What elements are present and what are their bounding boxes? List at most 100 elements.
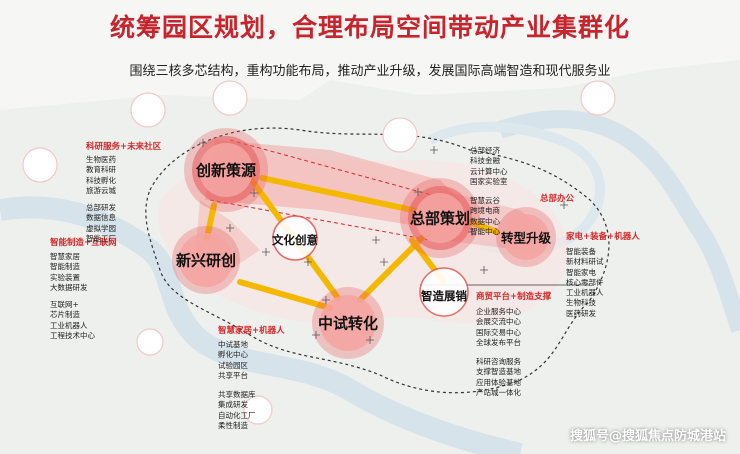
list-item: 生物医药 xyxy=(86,155,116,164)
hub-emerging-research xyxy=(172,226,240,294)
list-item: 会展交流中心 xyxy=(476,317,521,327)
list-hq-rnd: 总部研发数据信息虚拟学园智能工厂 xyxy=(86,203,116,244)
list-item: 智慧云谷 xyxy=(470,196,500,205)
hub-expo xyxy=(419,267,469,317)
list-item: 企业服务中心 xyxy=(476,307,521,316)
peripheral-node xyxy=(580,80,616,116)
peripheral-node xyxy=(243,395,273,425)
label-hq-office: 总部办公 xyxy=(540,194,575,204)
list-item: 实验装置 xyxy=(50,272,80,282)
hub-label-emerging-research: 新兴研创 xyxy=(175,251,237,270)
hub-label-transform-upgrade: 转型升级 xyxy=(500,230,552,246)
list-item: 核心零部件 xyxy=(566,277,604,287)
list-research: 生物医药教育科研科技孵化旅游云城 xyxy=(86,155,116,196)
list-item: 芯片制造 xyxy=(50,310,80,320)
list-item: 智能制造 xyxy=(50,262,80,272)
list-item: 工程技术中心 xyxy=(50,330,95,340)
list-item: 医药研发 xyxy=(566,308,596,318)
list-item: 智能装备 xyxy=(566,247,596,256)
list-item: 教育科研 xyxy=(86,165,116,175)
label-research-community: 科研服务+未来社区 xyxy=(86,142,162,152)
list-item: 集成研发 xyxy=(218,400,248,410)
river-west xyxy=(0,196,523,454)
page-subtitle: 围绕三核多芯结构，重构功能布局，推动产业升级，发展国际高端智造和现代服务业 xyxy=(129,64,611,79)
list-item: 应用体验基地 xyxy=(476,377,521,387)
list-item: 跨境电商 xyxy=(470,206,500,216)
list-item: 自动化工厂 xyxy=(218,410,256,420)
hub-label-expo: 智造展销 xyxy=(421,289,467,303)
peripheral-node xyxy=(130,92,166,128)
list-item: 共享平台 xyxy=(218,370,248,380)
zone-line-north xyxy=(229,139,451,201)
list-item: 全球发布平台 xyxy=(476,337,521,347)
list-item: 智能中心 xyxy=(470,226,500,236)
park-boundary xyxy=(145,127,610,394)
list-item: 工业机器人 xyxy=(566,288,604,298)
list-item: 科技孵化 xyxy=(86,175,116,185)
label-smart-home-robot: 智慧家居+机器人 xyxy=(218,326,285,336)
peripheral-node xyxy=(382,117,418,153)
label-trade-platform: 商贸平台+制造支撑 xyxy=(476,292,552,302)
page-title: 统筹园区规划，合理布局空间带动产业集群化 xyxy=(109,13,630,42)
list-item: 国际交易中心 xyxy=(476,327,521,337)
label-appliance-robot: 家电+装备+机器人 xyxy=(566,232,640,242)
peripheral-node xyxy=(212,80,248,116)
hub-label-culture: 文化创意 xyxy=(272,233,318,247)
list-item: 产站城一体化 xyxy=(476,387,521,397)
list-pilot-low: 共享数据库集成研发自动化工厂柔性制造 xyxy=(218,390,256,431)
river-east xyxy=(497,110,740,333)
list-item: 旅游云城 xyxy=(86,185,116,195)
hub-pilot-transform xyxy=(312,287,384,359)
list-smart-manufacturing: 智慧家居智能制造实验装置大数据研发 xyxy=(50,252,88,293)
list-item: 支撑智造基地 xyxy=(476,367,521,377)
list-item: 孵化中心 xyxy=(218,350,248,360)
list-internet: 互联网+芯片制造工业机器人工程技术中心 xyxy=(50,300,95,341)
cross-markers xyxy=(199,139,568,344)
link-source-hq xyxy=(259,175,425,215)
hub-culture xyxy=(272,215,318,261)
hub-creative-source xyxy=(184,128,268,212)
hub-label-pilot-transform: 中试转化 xyxy=(317,314,379,333)
hub-transform-upgrade xyxy=(496,207,556,267)
list-item: 共享数据库 xyxy=(218,390,256,399)
hub-label-headquarters: 总部策划 xyxy=(409,209,471,228)
list-item: 科研咨询服务 xyxy=(476,357,521,366)
label-smart-manufacturing: 智能制造+互联网 xyxy=(50,238,117,248)
list-item: 智能工厂 xyxy=(86,233,116,243)
list-item: 科技金融 xyxy=(470,156,500,166)
list-item: 智慧家居 xyxy=(50,252,80,261)
list-item: 数据信息 xyxy=(86,213,116,223)
link-source-emerging xyxy=(204,202,217,241)
list-item: 总部经济 xyxy=(470,146,500,155)
list-item: 生物科技 xyxy=(566,298,596,308)
watermark: 搜狐号@搜狐焦点防城港站 xyxy=(569,429,726,444)
list-item: 总部研发 xyxy=(86,203,116,212)
zone-line-south xyxy=(209,199,431,241)
hub-headquarters xyxy=(400,178,480,258)
hub-label-creative-source: 创新策源 xyxy=(195,161,257,180)
list-item: 工业机器人 xyxy=(50,320,88,330)
link-emerging-pilot xyxy=(237,279,333,311)
list-item: 柔性制造 xyxy=(218,420,248,430)
list-hq-cloud: 智慧云谷跨境电商数据中心智能中心 xyxy=(470,196,500,237)
list-item: 云计算中心 xyxy=(470,166,508,176)
list-item: 国家实验室 xyxy=(470,176,508,186)
list-item: 中试基地 xyxy=(218,340,248,349)
link-hq-upgrade xyxy=(467,219,500,235)
list-item: 互联网+ xyxy=(50,300,79,309)
peripheral-node xyxy=(22,147,58,183)
list-item: 数据中心 xyxy=(470,216,500,226)
list-upgrade: 智能装备新材料研试智能家电核心零部件工业机器人生物科技医药研发 xyxy=(566,247,604,319)
list-item: 新材料研试 xyxy=(566,257,604,267)
list-item: 虚拟学园 xyxy=(86,223,116,233)
list-item: 大数据研发 xyxy=(50,282,88,292)
list-pilot: 中试基地孵化中心试验园区共享平台 xyxy=(218,340,248,381)
peripheral-node xyxy=(136,328,164,356)
list-item: 智能家电 xyxy=(566,267,596,277)
list-item: 试验园区 xyxy=(218,360,248,370)
list-expo-support: 科研咨询服务支撑智造基地应用体验基地产站城一体化 xyxy=(476,357,521,398)
list-expo-services: 企业服务中心会展交流中心国际交易中心全球发布平台 xyxy=(476,307,521,348)
list-hq-economy: 总部经济科技金融云计算中心国家实验室 xyxy=(470,146,508,187)
